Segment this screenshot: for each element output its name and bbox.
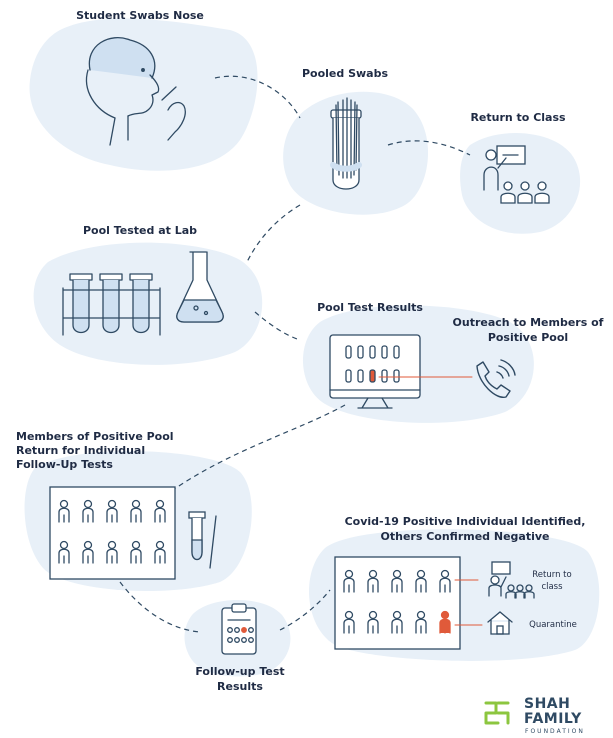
- connector-5: [169, 404, 346, 493]
- logo-line-family: FAMILY: [524, 711, 582, 727]
- logo-line-foundation: FOUNDATION: [525, 728, 585, 735]
- person-icon: [391, 569, 403, 593]
- person-icon: [130, 540, 142, 564]
- return-class-small-line-1: Return to: [532, 570, 572, 580]
- step-members-line-2: Return for Individual: [16, 444, 146, 457]
- person-icon: [154, 499, 166, 523]
- classroom-icon: [483, 145, 550, 204]
- person-icon: [415, 610, 427, 634]
- step-followup-line-1: Follow-up Test: [195, 665, 285, 678]
- step-student-swabs: Student Swabs Nose: [76, 9, 204, 22]
- student-swab-icon: [86, 37, 186, 146]
- logo-line-shah: SHAH: [524, 696, 571, 712]
- connector-7: [279, 589, 331, 631]
- positive-person-icon: [439, 610, 451, 634]
- quarantine-label: Quarantine: [529, 620, 577, 630]
- people-grid-results: [343, 569, 451, 634]
- people-grid: [58, 499, 166, 564]
- shah-logo-mark-icon: [484, 701, 510, 725]
- members-grid-icon: [49, 486, 217, 580]
- connector-4: [254, 311, 301, 341]
- connector-3: [246, 204, 301, 263]
- person-icon: [82, 540, 94, 564]
- person-icon: [367, 610, 379, 634]
- connector-2: [387, 140, 471, 156]
- connector-1: [214, 75, 301, 119]
- clipboard-icon: [221, 603, 257, 655]
- result-tubes-bottom: [345, 369, 400, 383]
- person-icon: [343, 569, 355, 593]
- step-return-to-class: Return to Class: [470, 111, 566, 124]
- person-icon: [106, 499, 118, 523]
- person-icon: [58, 540, 70, 564]
- step-followup-line-2: Results: [217, 680, 263, 693]
- step-outreach-line-2: Positive Pool: [487, 331, 569, 344]
- person-icon: [343, 610, 355, 634]
- step-pool-tested: Pool Tested at Lab: [82, 224, 198, 237]
- blob-student: [29, 18, 258, 171]
- lab-test-icon: [62, 251, 224, 336]
- person-icon: [367, 569, 379, 593]
- connector-6: [119, 581, 201, 633]
- person-icon: [58, 499, 70, 523]
- step-pooled-swabs: Pooled Swabs: [301, 67, 389, 80]
- pooled-swabs-icon: [330, 97, 362, 190]
- person-icon: [154, 540, 166, 564]
- positive-identified-icon: [334, 556, 535, 650]
- step-covid-line-2: Others Confirmed Negative: [380, 530, 550, 543]
- step-members-line-3: Follow-Up Tests: [16, 458, 113, 471]
- step-pool-results: Pool Test Results: [317, 301, 423, 314]
- step-outreach-line-1: Outreach to Members of: [452, 316, 604, 329]
- person-icon: [439, 569, 451, 593]
- step-members-line-1: Members of Positive Pool: [16, 430, 174, 443]
- person-icon: [415, 569, 427, 593]
- person-icon: [391, 610, 403, 634]
- person-icon: [130, 499, 142, 523]
- return-class-small-line-2: class: [541, 582, 563, 592]
- person-icon: [82, 499, 94, 523]
- step-covid-line-1: Covid-19 Positive Individual Identified,: [344, 515, 586, 528]
- person-icon: [106, 540, 118, 564]
- phone-icon: [476, 359, 516, 398]
- results-monitor-icon: [329, 334, 473, 409]
- result-tubes-top: [345, 345, 400, 359]
- dashed-connectors: [119, 75, 471, 633]
